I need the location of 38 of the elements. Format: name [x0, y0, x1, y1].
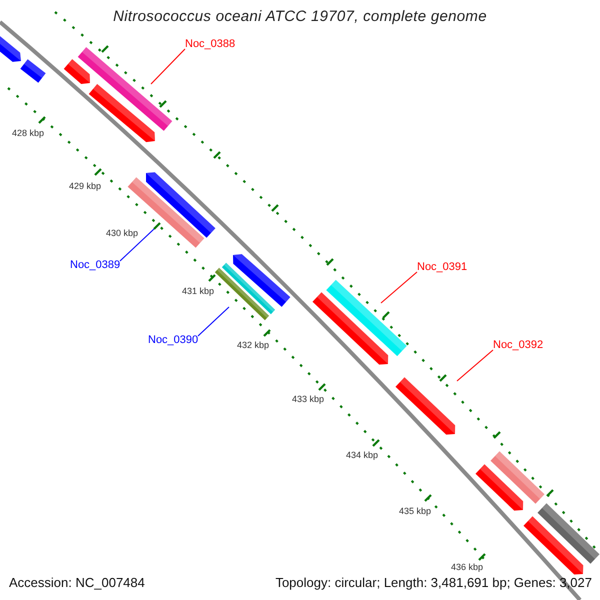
gene-feature — [214, 268, 270, 320]
gene-feature — [64, 59, 90, 84]
gene-feature — [0, 34, 21, 62]
scale-label: 429 kbp — [68, 181, 102, 192]
scale-label: 434 kbp — [346, 450, 378, 461]
gene-feature — [476, 464, 524, 511]
gene-feature — [524, 516, 584, 574]
leader-line — [456, 350, 494, 382]
leader-line — [380, 272, 418, 304]
gene-feature — [222, 262, 276, 314]
scale-label: 432 kbp — [236, 340, 270, 351]
scale-label: 431 kbp — [182, 286, 214, 297]
gene-label: Noc_0389 — [70, 259, 120, 272]
scale-label: 436 kbp — [450, 562, 484, 573]
leader-line — [120, 228, 154, 262]
gene-feature — [326, 280, 407, 356]
gene-feature — [146, 172, 216, 238]
gene-feature — [490, 451, 544, 504]
leader-line — [150, 48, 186, 84]
genome-info-text: Accession: NC_007484 — [9, 575, 145, 590]
gene-feature — [538, 503, 600, 564]
gene-label: Noc_0388 — [185, 38, 236, 51]
scale-label: 435 kbp — [398, 506, 432, 517]
diagram-title: Nitrosococcus oceani ATCC 19707, complete genome — [113, 8, 487, 25]
gene-feature — [88, 84, 155, 142]
gene-feature — [312, 292, 388, 365]
scale-label: 433 kbp — [292, 394, 324, 405]
scale-label: 430 kbp — [106, 228, 138, 239]
leader-line — [198, 306, 230, 336]
genome-info-text: Topology: circular; Length: 3,481,691 bp; Genes: 3,027 — [275, 575, 592, 590]
gene-feature — [396, 377, 456, 435]
gene-label: Noc_0390 — [148, 334, 198, 347]
gene-label: Noc_0392 — [493, 339, 544, 352]
gene-feature — [20, 59, 46, 83]
gene-feature — [233, 254, 290, 307]
scale-label: 428 kbp — [12, 128, 44, 139]
gene-feature — [78, 47, 172, 131]
gene-label: Noc_0391 — [417, 261, 468, 274]
